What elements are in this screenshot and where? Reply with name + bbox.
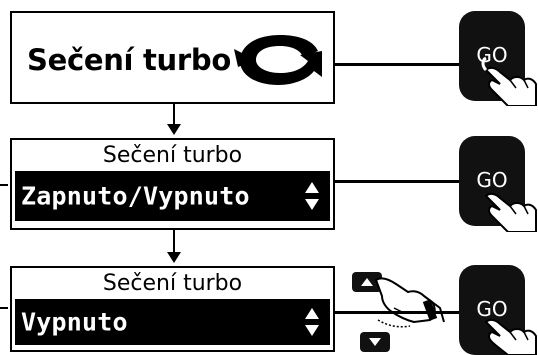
value-bar: Vypnuto bbox=[15, 299, 330, 345]
hand-pointer-icon bbox=[481, 56, 537, 106]
up-key-button[interactable] bbox=[352, 272, 382, 292]
screen-title: Sečení turbo bbox=[102, 143, 243, 168]
tick-mark bbox=[0, 307, 8, 309]
connector-line bbox=[335, 180, 461, 183]
go-button-label: GO bbox=[476, 168, 508, 192]
flow-arrow-shaft bbox=[173, 230, 175, 254]
up-down-arrows-icon bbox=[305, 182, 319, 210]
connector-line bbox=[335, 63, 461, 66]
hand-pressing-keys-icon bbox=[374, 277, 445, 328]
screen-turbo-options: Sečení turbo Zapnuto/Vypnuto bbox=[10, 138, 335, 230]
screen-title: Sečení turbo bbox=[102, 271, 243, 296]
value-bar: Zapnuto/Vypnuto bbox=[15, 171, 330, 221]
flow-arrow-shaft bbox=[173, 104, 175, 126]
up-down-arrows-icon bbox=[305, 308, 319, 336]
screen-title: Sečení turbo bbox=[27, 43, 231, 77]
flow-arrow-head bbox=[167, 124, 181, 135]
tick-mark bbox=[0, 184, 8, 186]
hand-pointer-icon bbox=[484, 192, 537, 232]
option-value: Zapnuto/Vypnuto bbox=[21, 181, 250, 211]
screen-turbo-selected: Sečení turbo Vypnuto bbox=[10, 266, 335, 352]
connector-line bbox=[335, 311, 461, 314]
hand-pointer-icon bbox=[484, 318, 537, 355]
down-key-button[interactable] bbox=[360, 332, 390, 352]
screen-turbo-title: Sečení turbo bbox=[10, 11, 335, 104]
turbo-icon bbox=[234, 35, 322, 85]
option-value: Vypnuto bbox=[21, 307, 128, 337]
go-button-label: GO bbox=[476, 297, 508, 321]
flow-arrow-head bbox=[167, 252, 181, 263]
